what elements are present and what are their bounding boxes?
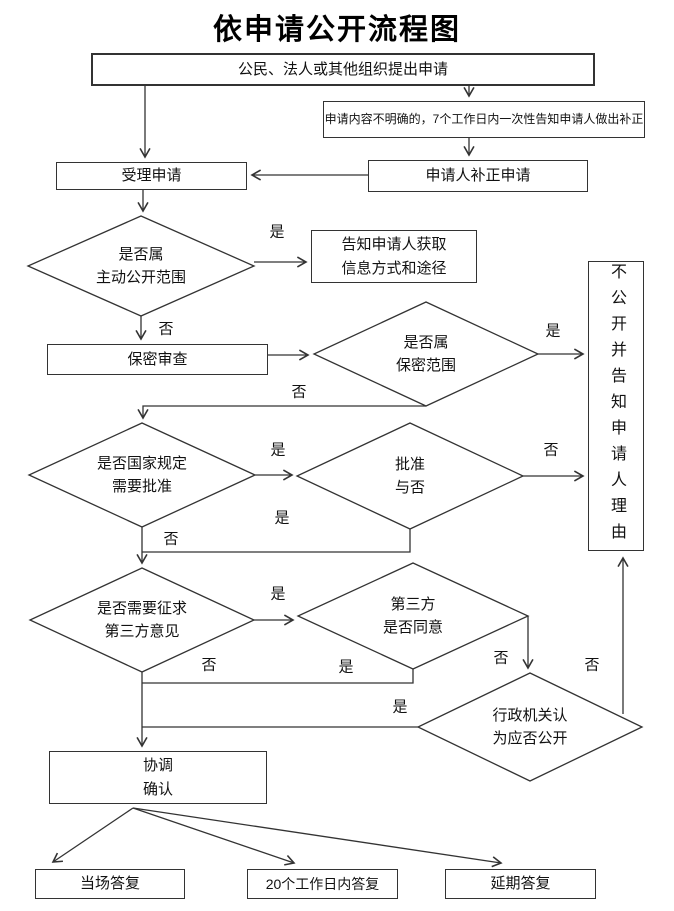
label-approved-no: 否 [543, 441, 559, 459]
node-correct-apply-label: 申请人补正申请 [425, 167, 531, 184]
edge-coordinate-onspot [51, 807, 134, 863]
node-reply-onspot: 当场答复 [35, 869, 185, 899]
label-admin-yes: 是 [392, 698, 408, 716]
node-secrecy-review: 保密审查 [47, 344, 268, 375]
edge-agree-merge-yes [142, 669, 414, 684]
node-coordinate-line2: 确认 [142, 780, 173, 798]
node-inform-way: 告知申请人获取 信息方式和途径 [311, 230, 477, 283]
label-active-no: 否 [158, 320, 174, 338]
diamond-admin-decide-text: 行政机关认 为应否公开 [492, 707, 568, 747]
edge-secret-approval-no [137, 405, 426, 420]
diamond-approved [295, 422, 525, 530]
diamond-active-scope-text: 是否属 主动公开范围 [95, 246, 186, 286]
node-not-disclose-label: 不公开并告知申请人理由 [608, 263, 625, 549]
node-inform-way-line2: 信息方式和途径 [341, 259, 447, 277]
node-reply-20days: 20个工作日内答复 [247, 869, 398, 899]
label-approved-yes: 是 [274, 509, 290, 527]
diamond-need-third-party-text: 是否需要征求 第三方意见 [96, 600, 187, 640]
diamond-secret-scope [312, 301, 540, 407]
node-apply-label: 公民、法人或其他组织提出申请 [237, 60, 448, 78]
diamond-approved-text: 批准 与否 [394, 456, 425, 496]
edge-coordinate-20days [132, 807, 296, 866]
node-reply-delay: 延期答复 [445, 869, 596, 899]
label-secret-no: 否 [291, 383, 307, 401]
label-need-third-no: 否 [201, 656, 217, 674]
node-accept-apply: 受理申请 [56, 162, 247, 190]
label-third-agree-yes: 是 [338, 658, 354, 676]
diamond-active-scope [26, 215, 256, 317]
node-correct-apply: 申请人补正申请 [368, 160, 588, 192]
diamond-admin-decide [416, 672, 644, 782]
node-unclear-notice-label: 申请内容不明确的，7个工作日内一次性告知申请人做出补正 [324, 112, 644, 126]
node-not-disclose: 不公开并告知申请人理由 [588, 261, 644, 551]
diamond-secret-scope-text: 是否属 保密范围 [395, 334, 456, 374]
edge-approved-merge-yes [142, 529, 411, 553]
node-coordinate-line1: 协调 [142, 756, 173, 774]
node-reply-20days-label: 20个工作日内答复 [265, 876, 380, 892]
node-reply-onspot-label: 当场答复 [79, 875, 140, 892]
edge-coordinate-delay [132, 807, 503, 868]
node-apply: 公民、法人或其他组织提出申请 [91, 53, 595, 86]
node-secrecy-review-label: 保密审查 [127, 350, 188, 368]
label-need-third-yes: 是 [270, 585, 286, 603]
diamond-third-party-agree [296, 562, 530, 670]
node-accept-apply-label: 受理申请 [121, 167, 182, 184]
label-active-yes: 是 [269, 223, 285, 241]
label-admin-no: 否 [584, 656, 600, 674]
node-inform-way-line1: 告知申请人获取 [341, 235, 447, 253]
node-coordinate-confirm: 协调 确认 [49, 751, 267, 804]
diamond-need-approval [27, 422, 257, 528]
diamond-need-third-party [28, 567, 256, 673]
node-reply-delay-label: 延期答复 [490, 875, 551, 892]
node-unclear-notice: 申请内容不明确的，7个工作日内一次性告知申请人做出补正 [323, 101, 645, 138]
diamond-third-party-agree-text: 第三方 是否同意 [382, 596, 443, 636]
flowchart-title: 依申请公开流程图 [212, 14, 461, 46]
label-need-approval-yes: 是 [270, 441, 286, 459]
label-third-agree-no: 否 [493, 649, 509, 667]
label-secret-yes: 是 [545, 322, 561, 340]
diamond-need-approval-text: 是否国家规定 需要批准 [96, 455, 187, 495]
label-need-approval-no: 否 [163, 530, 179, 548]
